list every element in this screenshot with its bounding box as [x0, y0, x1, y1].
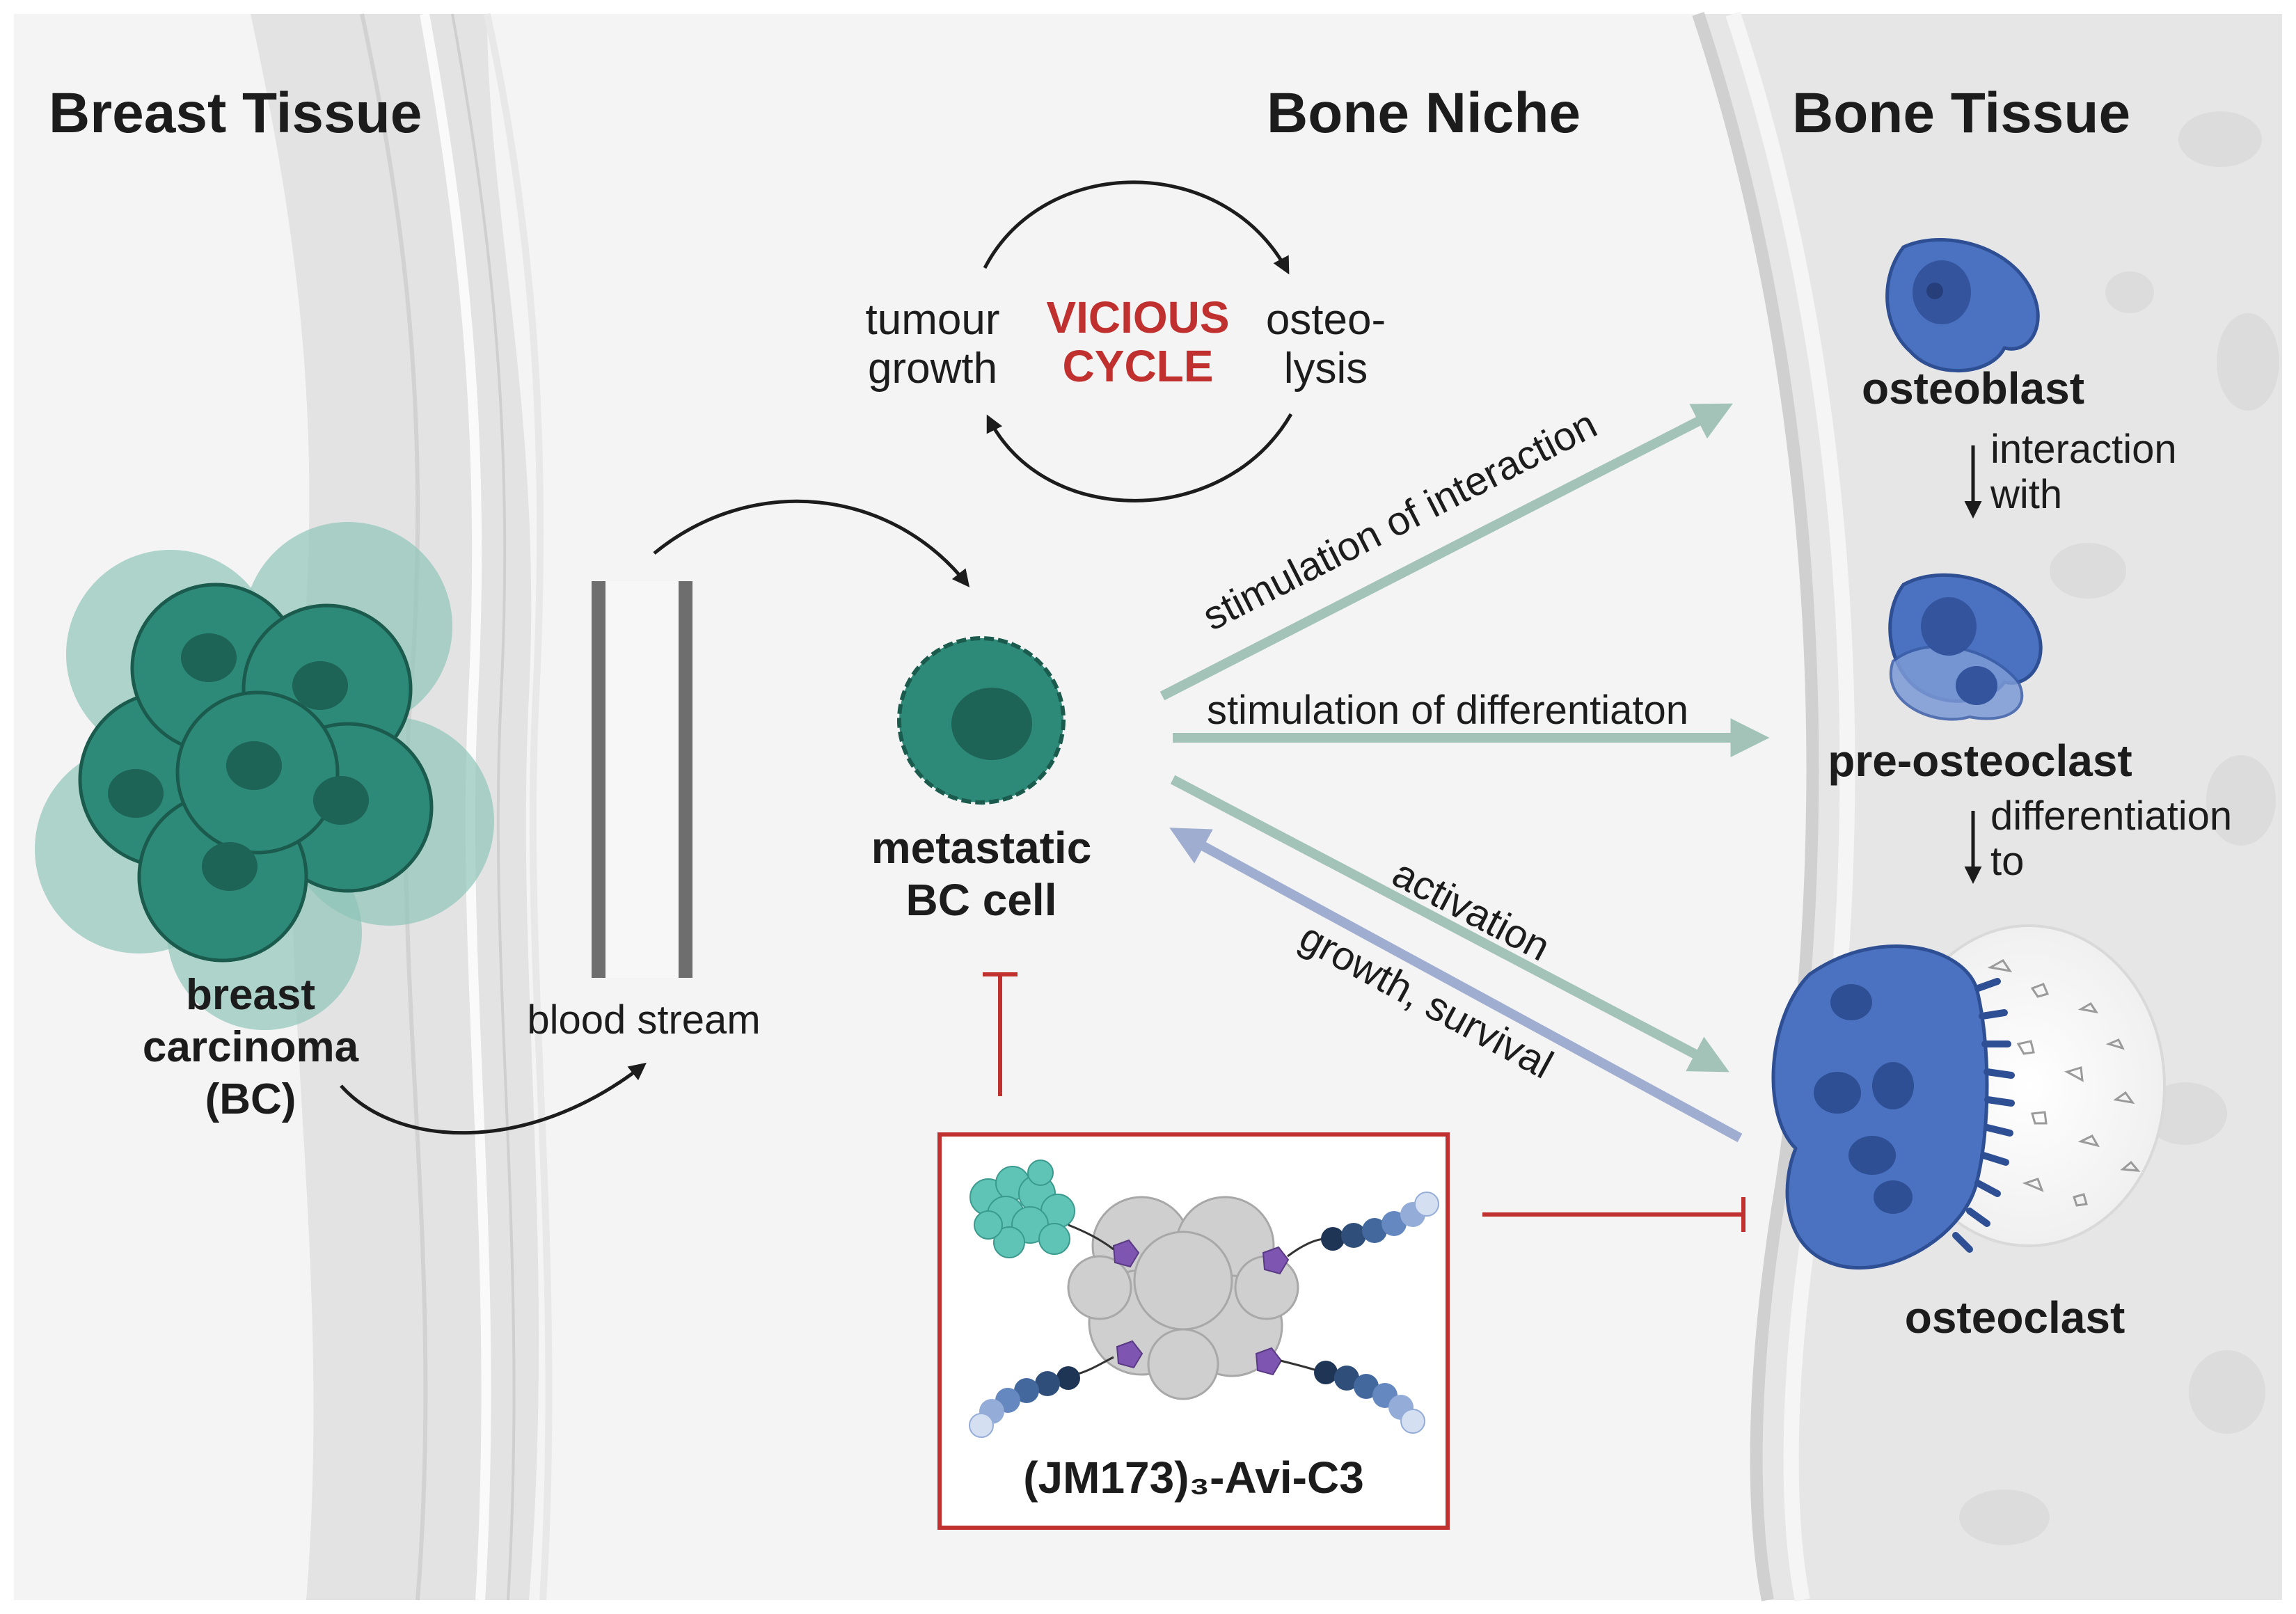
drug-name-label: (JM173)₃-Avi-C3 [1023, 1453, 1364, 1503]
chain-bottom-right [1314, 1361, 1425, 1434]
arrow-activation [1170, 775, 1729, 1073]
arrow-carcinoma-to-bloodstream [340, 1062, 647, 1135]
differentiation-label-2: to [1990, 839, 2024, 884]
vicious-cycle-label-1: VICIOUS [1046, 292, 1229, 342]
avi-tags [1112, 1239, 1290, 1376]
cycle-left-label-1: tumour [866, 296, 1000, 344]
vicious-cycle-label-2: CYCLE [1063, 341, 1214, 391]
blood-vessel [592, 581, 692, 978]
metastatic-bc-cell [897, 636, 1066, 805]
heading-breast-tissue: Breast Tissue [49, 81, 422, 145]
osteoblast-label: osteoblast [1862, 363, 2084, 413]
heading-bone-tissue: Bone Tissue [1792, 81, 2130, 145]
breast-carcinoma-label-2: carcinoma [143, 1023, 359, 1071]
cycle-left-label-2: growth [868, 345, 997, 393]
osteoclast-label: osteoclast [1905, 1292, 2125, 1343]
osteoclast-cell [1771, 924, 2166, 1269]
breast-carcinoma-cluster [35, 522, 494, 1030]
arrow-stimulation-interaction [1159, 403, 1733, 701]
pre-osteoclast-label: pre-osteoclast [1828, 736, 2132, 786]
cycle-right-label-1: osteo- [1266, 296, 1386, 344]
breast-carcinoma-label-3: (BC) [205, 1075, 296, 1123]
teal-protein [969, 1160, 1075, 1258]
inhibition-to-metastatic-cell [983, 972, 1018, 1096]
blood-stream-label: blood stream [527, 997, 760, 1043]
arrow-bloodstream-to-metastasis [653, 499, 970, 587]
metastatic-label-2: BC cell [906, 875, 1057, 925]
cycle-right-label-2: lysis [1284, 345, 1368, 393]
streptavidin-core [1067, 1196, 1299, 1400]
breast-carcinoma-label-1: breast [186, 971, 315, 1019]
pre-osteoclast-cell [1888, 573, 2043, 721]
osteoblast-cell [1885, 238, 2040, 372]
heading-bone-niche: Bone Niche [1267, 81, 1581, 145]
differentiation-label-1: differentiation [1990, 793, 2232, 839]
arrow-growth-survival [1169, 828, 1743, 1143]
drug-box [937, 1132, 1450, 1530]
cycle-arrow-top [983, 180, 1290, 275]
chain-top-right [1321, 1192, 1439, 1251]
inhibition-to-osteoclast [1482, 1197, 1745, 1232]
stimulation-differentiation-label: stimulation of differentiaton [1207, 688, 1688, 733]
interaction-label-1: interaction [1990, 427, 2177, 472]
interaction-label-2: with [1990, 472, 2062, 517]
metastatic-label-1: metastatic [871, 823, 1092, 873]
chain-bottom-left [969, 1366, 1080, 1438]
cycle-arrow-bottom [986, 413, 1293, 503]
